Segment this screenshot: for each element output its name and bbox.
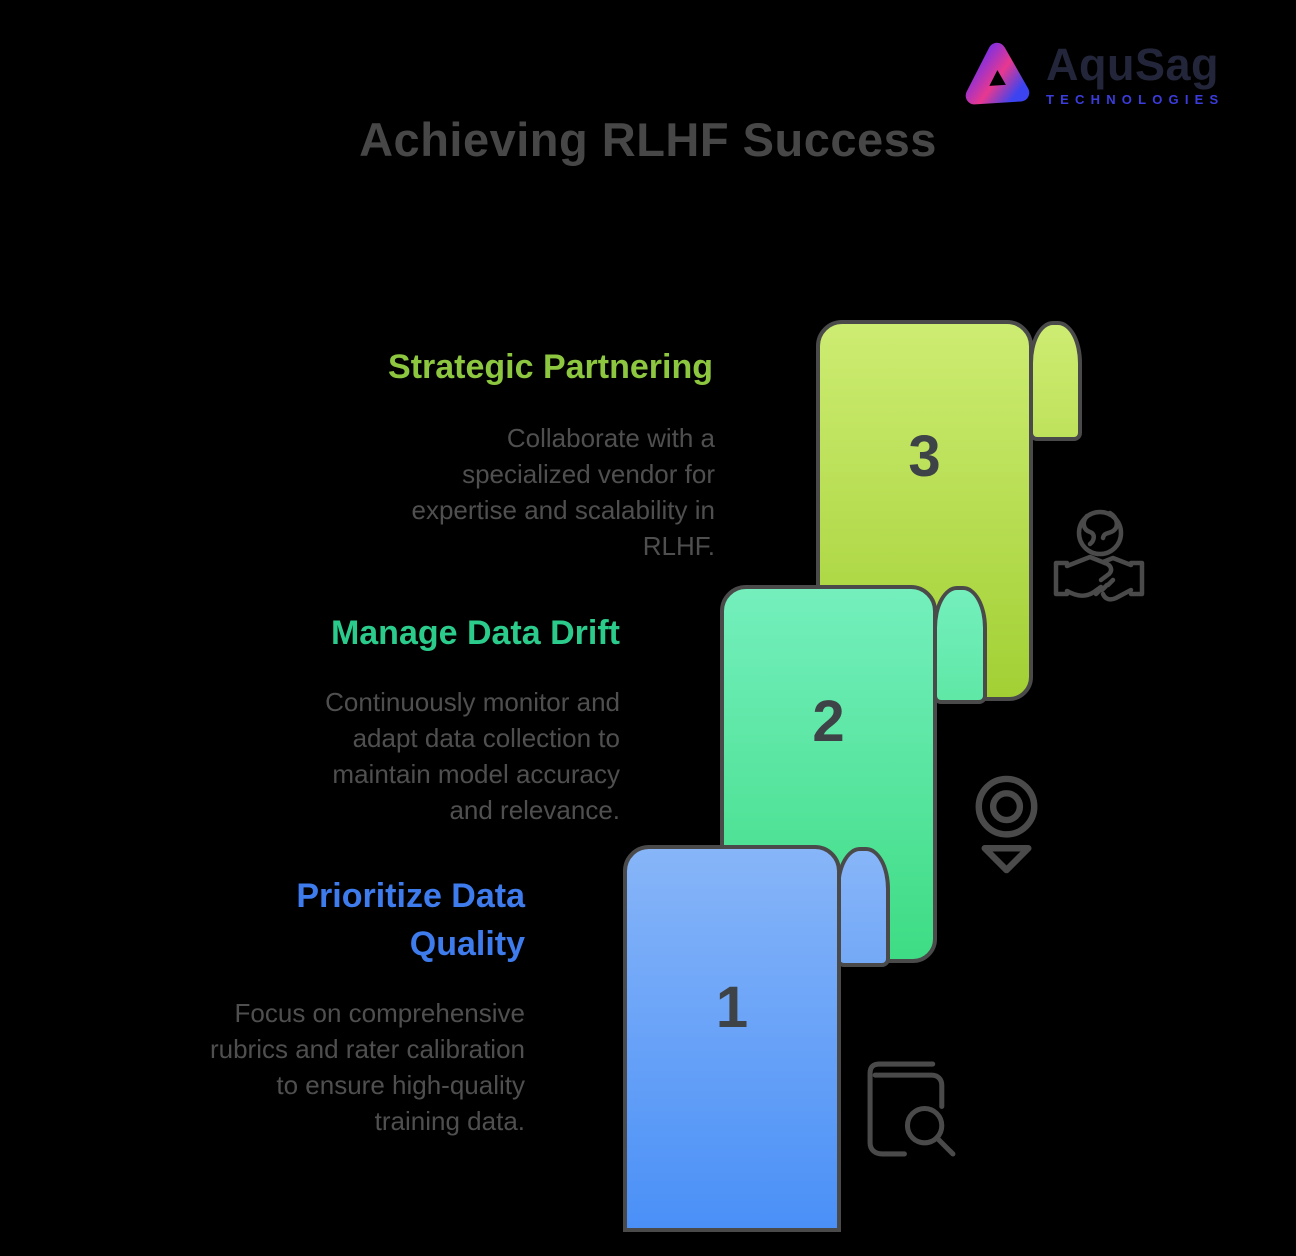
step-3-number: 3	[908, 424, 941, 489]
step-1-number: 1	[715, 975, 749, 1040]
logo-brand-name: AquSag	[1046, 39, 1220, 90]
step-1-heading: Prioritize Data Quality	[296, 877, 525, 963]
logo-text: AquSag TECHNOLOGIES	[1046, 39, 1225, 108]
step-3-heading: Strategic Partnering	[388, 348, 713, 386]
location-pin-icon	[973, 774, 1042, 875]
step-2-heading: Manage Data Drift	[330, 614, 620, 652]
ribbon-1-fold	[836, 847, 890, 967]
ribbon-2-fold	[933, 586, 987, 704]
handshake-globe-icon	[1050, 506, 1148, 612]
ribbon-3-fold	[1029, 321, 1082, 441]
page-title: Achieving RLHF Success	[359, 113, 937, 166]
logo-tagline: TECHNOLOGIES	[1046, 92, 1225, 107]
step-1-description: Focus on comprehensive rubrics and rater…	[209, 998, 525, 1136]
step-3-description: Collaborate with a specialized vendor fo…	[411, 423, 716, 561]
step-2-description: Continuously monitor and adapt data coll…	[325, 687, 620, 825]
book-search-icon	[866, 1060, 959, 1161]
brand-logo: AquSag TECHNOLOGIES	[952, 34, 1224, 114]
step-2-number: 2	[812, 689, 845, 754]
aqusag-logo-icon	[952, 34, 1042, 114]
ribbon-1-face: 1	[623, 845, 841, 1232]
